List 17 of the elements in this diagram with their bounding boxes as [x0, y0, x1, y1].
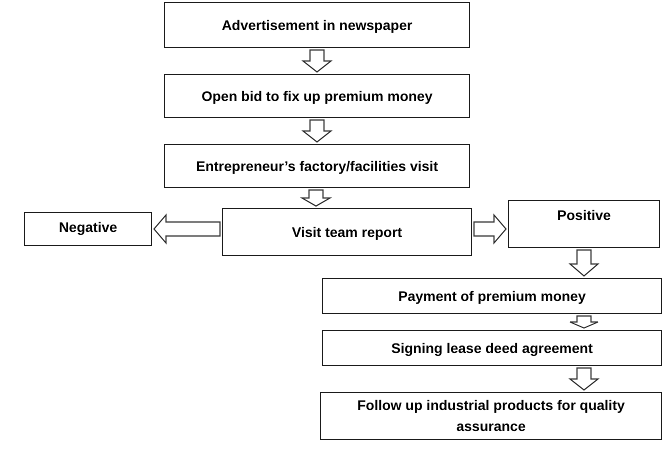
process-box: Open bid to fix up premium money — [164, 74, 470, 118]
process-box: Visit team report — [222, 208, 472, 256]
block-arrow — [569, 315, 599, 329]
process-box: Negative — [24, 212, 152, 246]
block-arrow — [568, 367, 600, 391]
block-arrow — [153, 213, 221, 245]
process-box: Payment of premium money — [322, 278, 662, 314]
process-box: Follow up industrial products for quality assurance — [320, 392, 662, 440]
process-box: Entrepreneur’s factory/facilities visit — [164, 144, 470, 188]
block-arrow — [301, 119, 333, 143]
process-box: Signing lease deed agreement — [322, 330, 662, 366]
process-box: Advertisement in newspaper — [164, 2, 470, 48]
block-arrow — [301, 49, 333, 73]
process-box: Positive — [508, 200, 660, 248]
block-arrow — [568, 249, 600, 277]
block-arrow — [300, 189, 332, 207]
block-arrow — [473, 213, 507, 245]
